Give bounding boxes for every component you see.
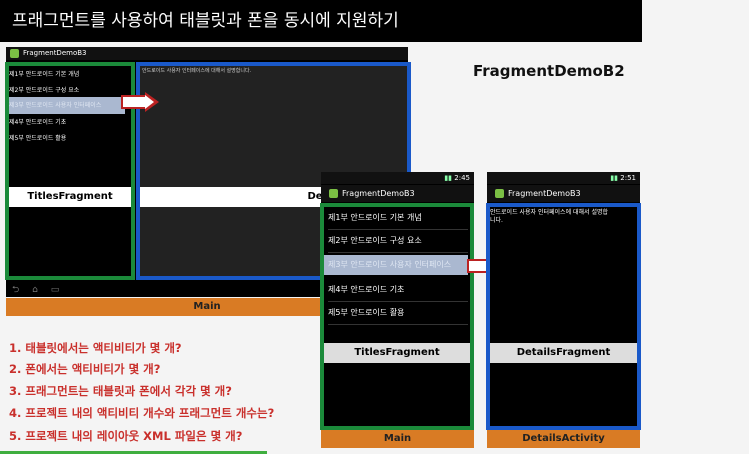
tablet-titles-fragment: 제1부 안드로이드 기본 개념 제2부 안드로이드 구성 요소 제3부 안드로이… — [5, 62, 135, 280]
phone1-list-item[interactable]: 제2부 안드로이드 구성 요소 — [328, 230, 468, 253]
recents-icon[interactable]: ▭ — [50, 285, 60, 295]
phone1-list-item[interactable]: 제5부 안드로이드 활용 — [328, 302, 468, 325]
question-1: 1. 태블릿에서는 액티비티가 몇 개? — [9, 341, 182, 355]
signal-icon: ▮▮ — [610, 174, 619, 182]
progress-bar[interactable] — [0, 451, 267, 454]
tablet-list-item[interactable]: 제2부 안드로이드 구성 요소 — [9, 87, 80, 94]
phone2-status-bar: ▮▮ 2:51 — [487, 172, 640, 184]
phone2-app-bar: FragmentDemoB3 — [487, 185, 640, 202]
tablet-list-item[interactable]: 제1부 안드로이드 기본 개념 — [9, 71, 80, 78]
phone2-fragment-label: DetailsFragment — [490, 343, 637, 363]
phone2-details-text: 안드로이드 사용자 인터페이스에 대해서 설명합니다. — [490, 209, 609, 224]
arrow-head-inner — [145, 95, 154, 109]
phone2-details-fragment: 안드로이드 사용자 인터페이스에 대해서 설명합니다. DetailsFragm… — [486, 203, 641, 430]
tablet-details-text: 안드로이드 사용자 인터페이스에 대해서 설명합니다. — [142, 68, 252, 74]
home-icon[interactable]: ⌂ — [32, 285, 38, 295]
arrow-right-icon — [121, 95, 147, 109]
tablet-list-item[interactable]: 제4부 안드로이드 기초 — [9, 119, 67, 126]
question-5: 5. 프로젝트 내의 레이아웃 XML 파일은 몇 개? — [9, 429, 243, 443]
tablet-list-item[interactable]: 제5부 안드로이드 활용 — [9, 135, 67, 142]
phone1-fragment-label: TitlesFragment — [324, 343, 470, 363]
phone1-list-item[interactable]: 제1부 안드로이드 기본 개념 — [328, 207, 468, 230]
app-icon — [10, 48, 19, 58]
tablet-activity-label: Main — [6, 298, 408, 316]
tablet-list-item-selected[interactable]: 제3부 안드로이드 사용자 인터페이스 — [9, 97, 125, 114]
question-2: 2. 폰에서는 액티비티가 몇 개? — [9, 362, 161, 376]
tablet-app-bar: FragmentDemoB3 — [6, 47, 408, 60]
phone1-list-item-selected[interactable]: 제3부 안드로이드 사용자 인터페이스 — [324, 255, 468, 275]
phone2-app-title: FragmentDemoB3 — [508, 189, 581, 198]
phone1-activity-label: Main — [321, 430, 474, 448]
app-icon — [495, 189, 504, 198]
slide-heading: FragmentDemoB2 — [473, 62, 625, 80]
phone1-app-title: FragmentDemoB3 — [342, 189, 415, 198]
phone2-status-time: 2:51 — [620, 174, 636, 182]
tablet-app-title: FragmentDemoB3 — [23, 49, 87, 57]
question-4: 4. 프로젝트 내의 액티비티 개수와 프래그먼트 개수는? — [9, 406, 275, 420]
phone1-status-time: 2:45 — [454, 174, 470, 182]
phone1-titles-fragment: 제1부 안드로이드 기본 개념 제2부 안드로이드 구성 요소 제3부 안드로이… — [320, 203, 474, 430]
app-icon — [329, 189, 338, 198]
back-icon[interactable]: ⮌ — [12, 285, 20, 295]
phone1-status-bar: ▮▮ 2:45 — [321, 172, 474, 184]
slide-title: 프래그먼트를 사용하여 태블릿과 폰을 동시에 지원하기 — [0, 0, 642, 42]
phone1-app-bar: FragmentDemoB3 — [321, 185, 474, 202]
tablet-titles-label: TitlesFragment — [9, 187, 131, 207]
signal-icon: ▮▮ — [444, 174, 453, 182]
tablet-nav-bar: ⮌ ⌂ ▭ — [6, 283, 408, 297]
phone1-list-item[interactable]: 제4부 안드로이드 기초 — [328, 279, 468, 302]
question-3: 3. 프래그먼트는 태블릿과 폰에서 각각 몇 개? — [9, 384, 232, 398]
phone2-activity-label: DetailsActivity — [487, 430, 640, 448]
